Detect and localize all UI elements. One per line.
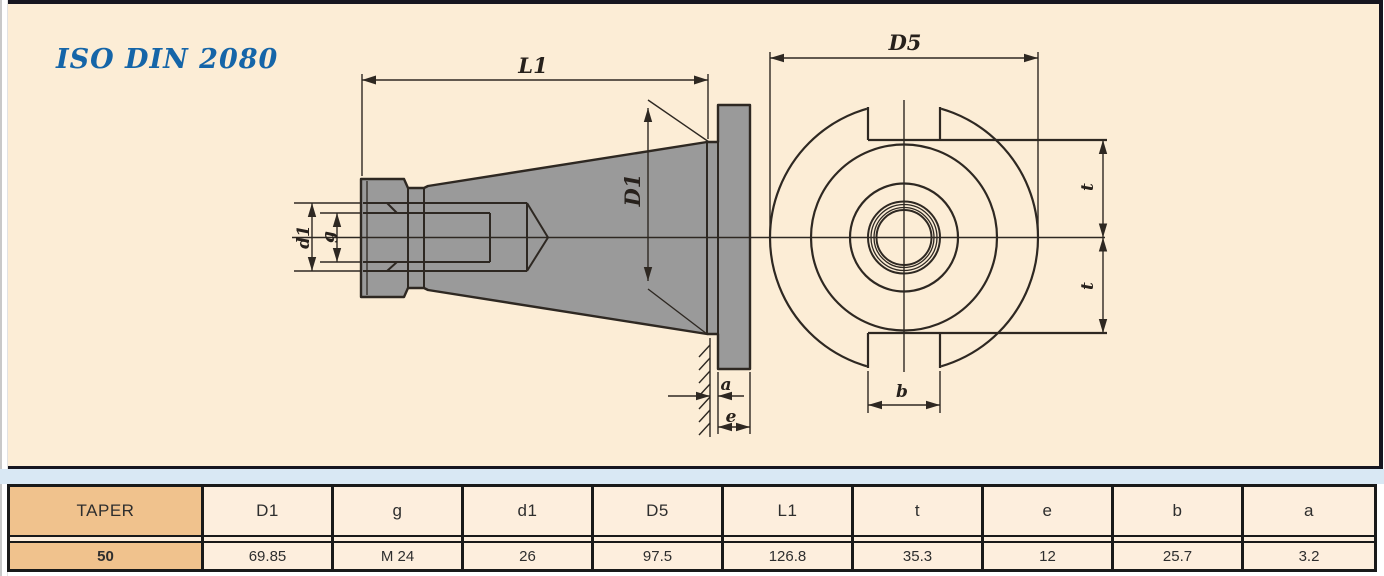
value-D1: 69.85 (204, 541, 334, 569)
col-header-D1: D1 (204, 487, 334, 537)
value-b: 25.7 (1114, 541, 1244, 569)
col-header-a: a (1244, 487, 1374, 537)
col-header-taper: TAPER (10, 487, 204, 537)
side-view (359, 103, 752, 437)
spec-table: TAPER D1 g d1 D5 L1 t e b a 50 69.85 M 2… (7, 484, 1377, 572)
gauge-plane-hatch (698, 338, 711, 437)
col-header-L1: L1 (724, 487, 854, 537)
dimensions: L1 d1 g D1 a e D5 t t (294, 30, 1108, 434)
page-left-edge (0, 0, 8, 576)
col-header-t: t (854, 487, 984, 537)
value-t: 35.3 (854, 541, 984, 569)
page-title: ISO DIN 2080 (56, 44, 279, 75)
value-L1: 126.8 (724, 541, 854, 569)
col-header-b: b (1114, 487, 1244, 537)
col-header-d1: d1 (464, 487, 594, 537)
divider-strip (0, 469, 1384, 484)
dim-label-g: g (319, 231, 339, 243)
value-d1: 26 (464, 541, 594, 569)
dim-label-e: e (726, 407, 737, 427)
drive-slots (866, 107, 1107, 368)
value-g: M 24 (334, 541, 464, 569)
value-a: 3.2 (1244, 541, 1374, 569)
dim-label-D5: D5 (888, 30, 922, 55)
dim-label-b: b (896, 382, 908, 402)
technical-drawing: L1 d1 g D1 a e D5 t t (292, 30, 1108, 437)
value-e: 12 (984, 541, 1114, 569)
value-D5: 97.5 (594, 541, 724, 569)
col-header-e: e (984, 487, 1114, 537)
dim-label-d1: d1 (294, 225, 314, 249)
value-taper: 50 (10, 541, 204, 569)
col-header-g: g (334, 487, 464, 537)
dim-label-t-upper: t (1078, 183, 1098, 191)
col-header-D5: D5 (594, 487, 724, 537)
dim-label-t-lower: t (1078, 282, 1098, 290)
table-separator (10, 537, 204, 541)
dim-label-a: a (720, 375, 731, 395)
dim-label-L1: L1 (517, 53, 547, 78)
dim-label-D1: D1 (620, 174, 645, 208)
